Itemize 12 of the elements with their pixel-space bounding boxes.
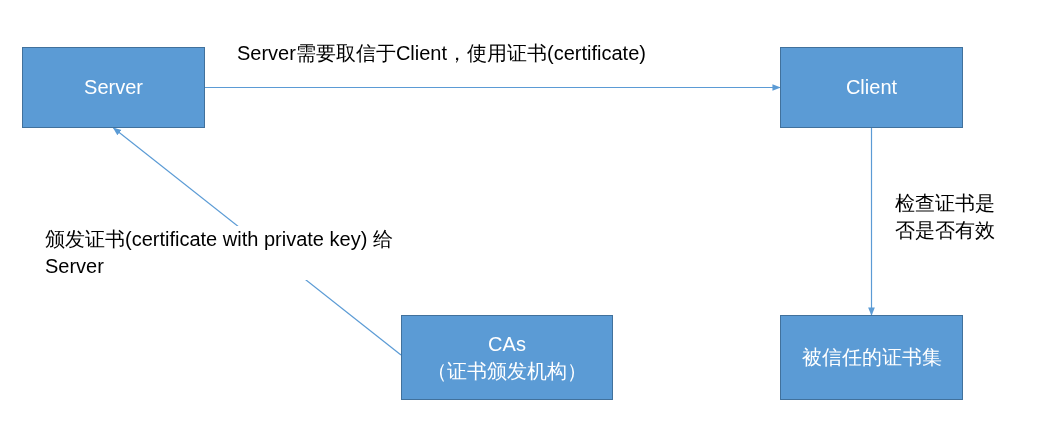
arrow xyxy=(868,127,875,316)
process-box xyxy=(780,47,963,128)
node-label: Server xyxy=(84,75,143,100)
arrow xyxy=(204,84,781,91)
process-box xyxy=(22,47,205,128)
process-box xyxy=(780,315,963,400)
node-label: Client xyxy=(845,75,898,100)
node-label: 被信任的证书集 xyxy=(801,345,942,370)
node-label: （证书颁发机构） xyxy=(427,358,587,384)
process-box xyxy=(401,315,613,400)
edge-label: Server需要取信于Client，使用证书(certificate) xyxy=(237,40,646,67)
node-label: CAs xyxy=(488,331,526,357)
